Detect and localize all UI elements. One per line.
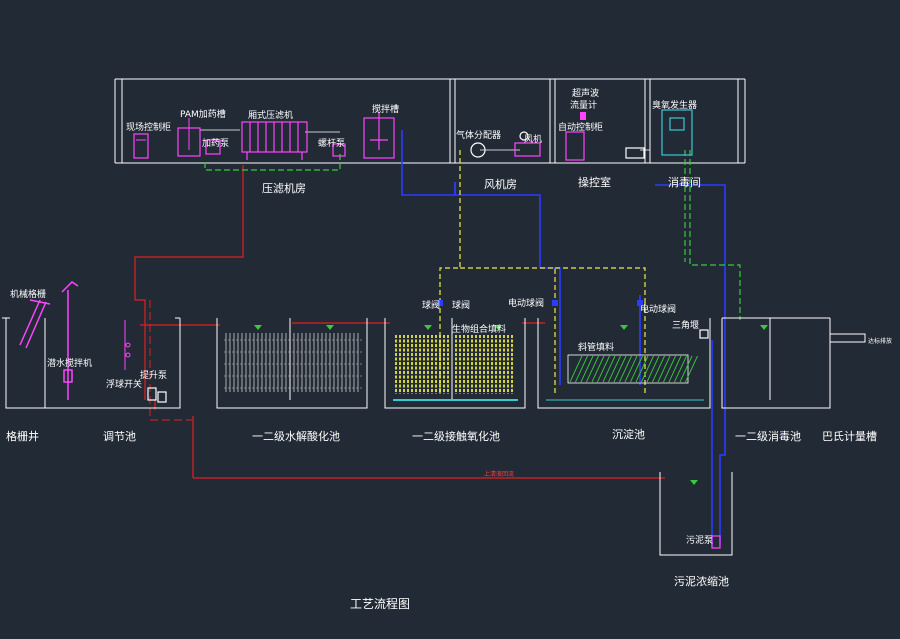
building-outline <box>114 78 746 164</box>
lift-pump <box>147 387 167 403</box>
room-control: 操控室 <box>578 175 611 189</box>
tank-disinfection: 一二级消毒池 <box>735 429 801 443</box>
tube-settler-tube <box>646 355 660 383</box>
label-electric-valve-2: 电动球阀 <box>640 303 676 315</box>
tube-settler-tube <box>597 355 610 383</box>
air-pipes <box>439 150 646 395</box>
label-ball-valve-1: 球阀 <box>422 299 440 311</box>
tube-settler-tube <box>630 355 643 383</box>
label-ultrasonic-1: 超声波 <box>572 87 599 99</box>
label-filter-press: 厢式压滤机 <box>248 109 293 121</box>
label-discharge: 达标排放 <box>868 337 892 345</box>
tube-settler-tube <box>619 355 632 383</box>
tube-settler-tube <box>641 355 654 383</box>
tank-parshall: 巴氏计量槽 <box>822 430 877 443</box>
label-ball-valve-2: 球阀 <box>452 299 470 311</box>
room-blower: 风机房 <box>484 177 517 191</box>
tube-settler-media <box>567 354 698 384</box>
label-bar-screen: 机械格栅 <box>10 288 46 300</box>
site-control-cabinet <box>133 133 149 159</box>
tube-settler-tube <box>652 355 665 383</box>
tube-settler-tube <box>657 355 671 383</box>
label-auto-cabinet: 自动控制柜 <box>558 121 603 133</box>
ozone-generator <box>625 109 693 159</box>
sludge-pump <box>711 535 721 549</box>
label-ozone: 臭氧发生器 <box>652 99 697 111</box>
valves <box>437 300 643 306</box>
ultrasonic-flowmeter <box>580 112 586 120</box>
tube-settler-tube <box>685 355 698 383</box>
tube-settler-tube <box>674 355 687 383</box>
label-bio-media: 生物组合填料 <box>452 323 506 335</box>
tank-sludge: 污泥浓缩池 <box>674 575 729 588</box>
label-electric-valve-1: 电动球阀 <box>508 297 544 309</box>
reagent-pipes <box>204 150 741 320</box>
tank-sedimentation: 沉淀池 <box>612 427 645 441</box>
label-pam-tank: PAM加药槽 <box>180 108 226 120</box>
label-return: 上清液回流 <box>484 470 514 478</box>
dosing-pump <box>205 139 221 155</box>
tank-equalization: 调节池 <box>103 430 136 443</box>
diagram-title: 工艺流程图 <box>350 596 410 611</box>
water-level-marks <box>254 325 768 485</box>
submersible-mixer <box>61 281 79 400</box>
float-switch <box>124 320 131 370</box>
mixing-tank <box>363 112 395 159</box>
sludge-pipes <box>134 165 665 479</box>
label-mixer: 潜水搅拌机 <box>47 357 92 369</box>
return-pipe <box>149 300 192 421</box>
water-pipes <box>401 130 726 548</box>
tank-screen-well: 格栅井 <box>6 429 39 443</box>
room-disinfect: 消毒间 <box>668 175 701 189</box>
label-site-cabinet: 现场控制柜 <box>126 121 171 133</box>
tube-settler-tube <box>668 355 682 383</box>
blower-unit <box>514 131 541 157</box>
weir <box>699 329 709 339</box>
label-dosing-pump: 加药泵 <box>202 138 229 149</box>
label-blower: 风机 <box>524 133 542 145</box>
mechanical-bar-screen <box>19 299 51 349</box>
tube-settler-tube <box>580 355 594 383</box>
tube-settler-tube <box>635 355 649 383</box>
tube-settler-tube <box>624 355 638 383</box>
tube-settler-tube <box>679 355 693 383</box>
tank-outlines <box>2 317 866 556</box>
label-sludge-pump: 污泥泵 <box>686 534 713 546</box>
tube-settler-tube <box>608 355 621 383</box>
tank-hydrolysis: 一二级水解酸化池 <box>252 429 340 443</box>
label-float-switch: 浮球开关 <box>106 378 142 390</box>
tube-settler-tube <box>569 355 583 383</box>
tube-settler-tube <box>663 355 676 383</box>
pam-dosing-tank <box>177 118 201 157</box>
label-gas-distributor: 气体分配器 <box>456 129 501 141</box>
process-lines <box>200 129 650 151</box>
filter-press <box>241 121 308 160</box>
labels: 现场控制柜 PAM加药槽 加药泵 厢式压滤机 螺杆泵 搅拌槽 气体分配器 风机 … <box>6 87 892 611</box>
contact-oxidation-bio-media <box>395 335 513 394</box>
label-tube-settler: 斜管填料 <box>578 341 614 353</box>
label-weir: 三角堰 <box>672 319 699 331</box>
gas-distributor <box>470 142 486 158</box>
label-lift-pump: 提升泵 <box>140 370 167 381</box>
auto-control-cabinet <box>565 131 585 161</box>
tube-settler-tube <box>591 355 605 383</box>
tube-settler-tube <box>575 355 588 383</box>
label-ultrasonic-2: 流量计 <box>570 99 597 111</box>
tube-settler-frame <box>567 354 689 384</box>
tube-settler-tube <box>586 355 599 383</box>
tube-settler-tube <box>613 355 627 383</box>
tube-settler-tube <box>602 355 616 383</box>
label-screw-pump: 螺杆泵 <box>318 137 345 149</box>
hydrolysis-membrane-media <box>224 333 362 392</box>
tank-contact-ox: 一二级接触氧化池 <box>412 429 500 443</box>
screw-pump <box>332 143 346 157</box>
room-press: 压滤机房 <box>262 181 306 195</box>
label-mix-tank: 搅拌槽 <box>372 103 399 115</box>
